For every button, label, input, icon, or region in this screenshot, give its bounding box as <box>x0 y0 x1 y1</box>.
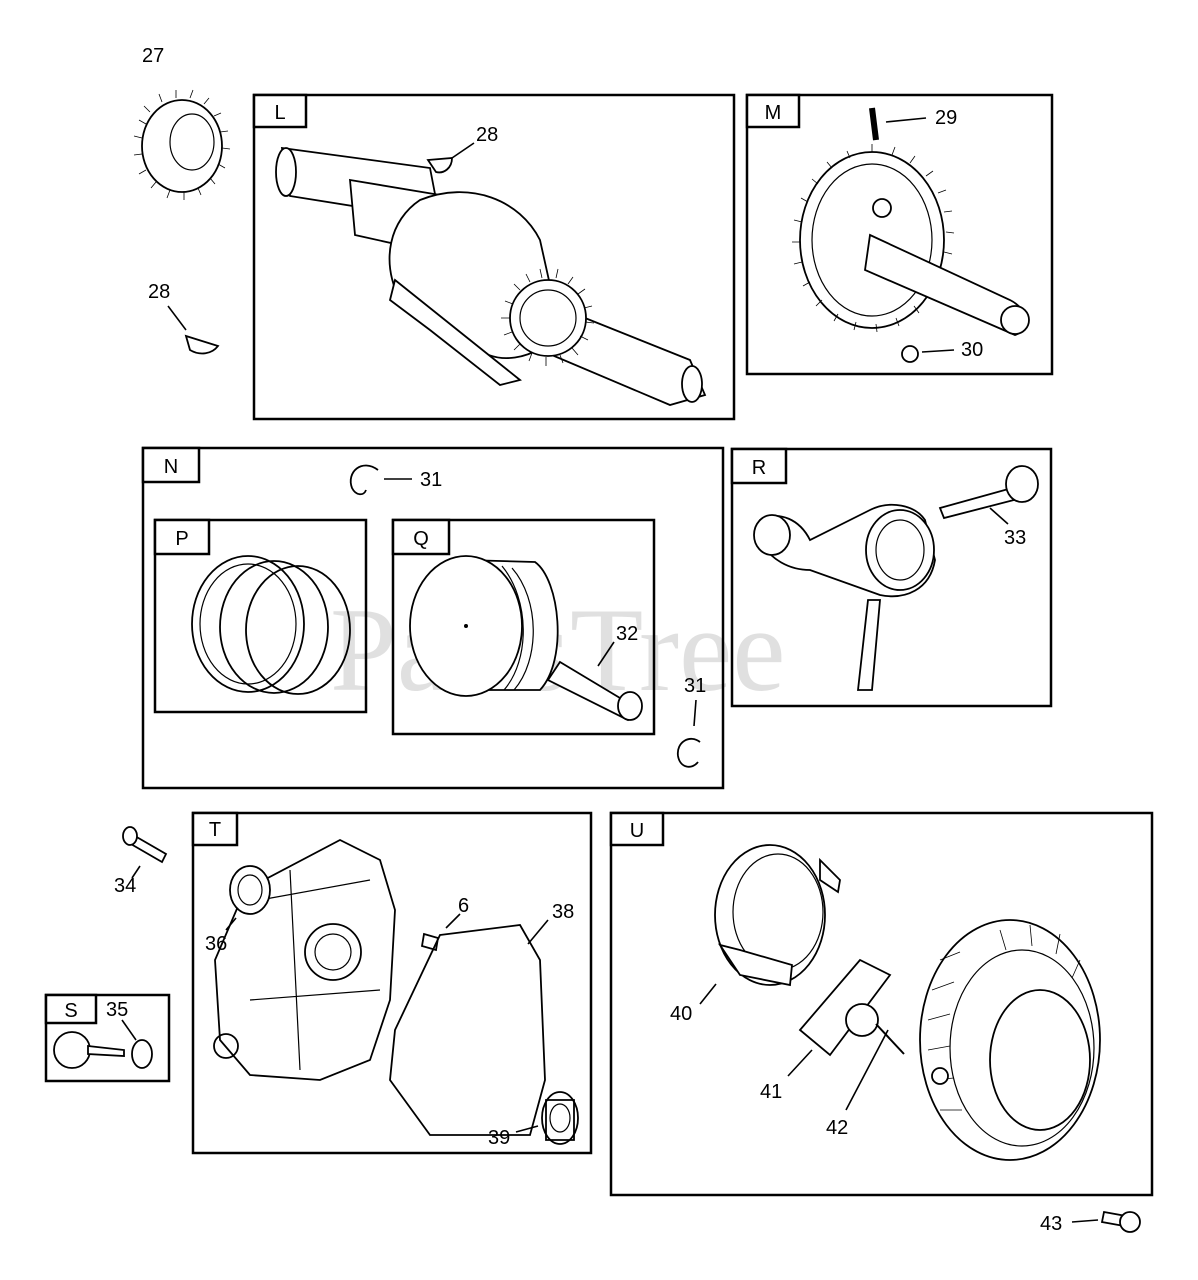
handle-part[interactable] <box>798 958 892 1057</box>
flange-bolt-part[interactable] <box>1100 1210 1141 1233</box>
woodruff-key-part-2[interactable] <box>184 334 220 355</box>
callout-27: 27 <box>142 45 164 67</box>
section-label-q: Q <box>413 528 429 550</box>
starter-rope-part[interactable] <box>875 1023 905 1055</box>
section-s: S <box>44 993 171 1083</box>
section-label-r: R <box>752 457 766 479</box>
callout-40: 40 <box>670 1003 692 1025</box>
circlip-part[interactable] <box>349 464 379 496</box>
camshaft-part[interactable] <box>792 144 1030 336</box>
watermark: PartsTree <box>330 583 786 716</box>
section-r: R <box>730 447 1053 708</box>
callout-34: 34 <box>114 875 136 897</box>
bolt-part[interactable] <box>122 826 168 864</box>
section-q: Q <box>391 518 656 736</box>
callout-31-b: 31 <box>684 675 706 697</box>
starter-housing-part[interactable] <box>919 919 1101 1161</box>
section-t: T <box>191 811 593 1155</box>
callout-31: 31 <box>420 469 442 491</box>
section-u: U <box>609 811 1154 1197</box>
callout-28-b: 28 <box>148 281 170 303</box>
callout-30: 30 <box>961 339 983 361</box>
section-label-p: P <box>175 528 188 550</box>
callout-36: 36 <box>205 933 227 955</box>
oil-seal-part[interactable] <box>229 865 271 915</box>
connecting-rod-bolt-part[interactable] <box>938 465 1039 520</box>
piston-part[interactable] <box>409 555 559 697</box>
section-label-t: T <box>209 819 221 841</box>
piston-rings-part[interactable] <box>191 555 351 695</box>
callout-41: 41 <box>760 1081 782 1103</box>
washer-part[interactable] <box>901 345 919 363</box>
section-label-u: U <box>630 820 644 842</box>
callout-6: 6 <box>458 895 469 917</box>
section-p: P <box>153 518 368 714</box>
connecting-rod-part[interactable] <box>753 503 936 691</box>
woodruff-key-part[interactable] <box>426 157 453 174</box>
section-label-m: M <box>765 102 782 124</box>
section-label-n: N <box>164 456 178 478</box>
recoil-pulley-part[interactable] <box>714 844 841 987</box>
section-label-s: S <box>64 1000 77 1022</box>
dowel-part[interactable] <box>420 932 440 952</box>
section-n: N <box>141 446 725 790</box>
pin-part[interactable] <box>869 107 879 141</box>
section-m: M <box>745 93 1054 376</box>
callout-38: 38 <box>552 901 574 923</box>
callout-29: 29 <box>935 107 957 129</box>
section-label-l: L <box>274 102 285 124</box>
callout-32: 32 <box>616 623 638 645</box>
piston-pin-part[interactable] <box>546 660 643 722</box>
crankcase-cover-part[interactable] <box>213 838 396 1081</box>
callout-33: 33 <box>1004 527 1026 549</box>
circlip-part-2[interactable] <box>677 737 701 768</box>
dipstick-part[interactable] <box>53 1031 153 1069</box>
callout-42: 42 <box>826 1117 848 1139</box>
callout-39: 39 <box>488 1127 510 1149</box>
section-l: L <box>252 93 736 421</box>
gasket-part[interactable] <box>389 924 546 1136</box>
callout-28: 28 <box>476 124 498 146</box>
bearing-part[interactable] <box>541 1091 579 1145</box>
crankshaft-part[interactable] <box>275 146 707 406</box>
callout-43: 43 <box>1040 1213 1062 1235</box>
callout-35: 35 <box>106 999 128 1021</box>
gear-part[interactable] <box>133 89 231 200</box>
